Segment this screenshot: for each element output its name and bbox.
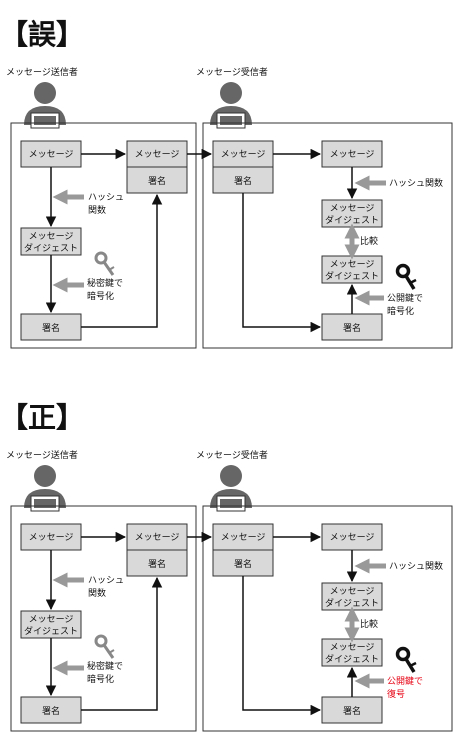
r-hash-label: ハッシュ関数 (389, 560, 443, 572)
receiver-signature2-box: 署名 (321, 313, 383, 341)
receiver-message-box: メッセージ (212, 523, 274, 551)
sender-person-icon (24, 465, 66, 512)
packet-message-box: メッセージ (126, 523, 188, 551)
svg-text:メッセージ: メッセージ (221, 532, 266, 543)
packet-signature-box: 署名 (126, 166, 188, 194)
sender-frame (10, 505, 197, 732)
svg-text:メッセージ: メッセージ (135, 532, 180, 543)
sender-message-box: メッセージ (20, 140, 82, 168)
svg-text:メッセージ: メッセージ (330, 586, 375, 597)
sender-label: メッセージ送信者 (6, 449, 78, 461)
receiver-frame (202, 505, 453, 732)
wrong-heading: 【誤】 (0, 18, 84, 51)
r-pubkey-label-2: 暗号化 (387, 305, 414, 317)
packet-message-box: メッセージ (126, 140, 188, 168)
encrypt-label: 秘密鍵で (87, 277, 123, 289)
hash-fn-label-2: 関数 (88, 587, 106, 599)
svg-text:署名: 署名 (148, 175, 166, 187)
receiver-person-icon (210, 465, 252, 512)
sender-person-icon (24, 82, 66, 129)
svg-text:メッセージ: メッセージ (135, 149, 180, 160)
hash-fn-label: ハッシュ (88, 576, 124, 586)
svg-text:署名: 署名 (148, 558, 166, 570)
receiver-signature-box: 署名 (212, 549, 274, 577)
sender-digest-box: メッセージ ダイジェスト (20, 227, 82, 256)
packet-signature-box: 署名 (126, 549, 188, 577)
svg-text:署名: 署名 (42, 322, 60, 334)
correct-section: 【正】 メッセージ送信者 メッセージ受信者 メッセージ メッセージ ダイジェスト (0, 401, 453, 732)
svg-text:メッセージ: メッセージ (29, 614, 74, 625)
sender-digest-box: メッセージ ダイジェスト (20, 610, 82, 639)
sender-label: メッセージ送信者 (6, 66, 78, 78)
compare-label: 比較 (360, 235, 378, 247)
receiver-digest2-box: メッセージ ダイジェスト (321, 255, 383, 284)
receiver-message2-box: メッセージ (321, 523, 383, 551)
svg-text:ダイジェスト: ダイジェスト (24, 242, 78, 254)
compare-label: 比較 (360, 618, 378, 630)
receiver-label: メッセージ受信者 (196, 66, 268, 78)
receiver-message-box: メッセージ (212, 140, 274, 168)
r-pubkey-label: 公開鍵で (387, 292, 423, 304)
receiver-frame (202, 122, 453, 349)
svg-text:ダイジェスト: ダイジェスト (325, 270, 379, 282)
r-decrypt-label-2: 復号 (387, 688, 405, 700)
svg-text:署名: 署名 (343, 705, 361, 717)
sender-signature-box: 署名 (20, 313, 82, 341)
svg-text:ダイジェスト: ダイジェスト (325, 653, 379, 665)
sender-message-box: メッセージ (20, 523, 82, 551)
svg-text:メッセージ: メッセージ (29, 149, 74, 160)
correct-heading: 【正】 (0, 401, 84, 434)
wrong-section: 【誤】 メッセージ送信者 メッセージ受信者 メッセージ メッセージ ダ (0, 18, 453, 349)
svg-text:ダイジェスト: ダイジェスト (325, 214, 379, 226)
svg-text:メッセージ: メッセージ (29, 231, 74, 242)
sender-frame (10, 122, 197, 349)
secret-key-icon (94, 634, 115, 659)
svg-text:ダイジェスト: ダイジェスト (325, 597, 379, 609)
svg-text:メッセージ: メッセージ (221, 149, 266, 160)
svg-text:メッセージ: メッセージ (330, 149, 375, 160)
svg-text:署名: 署名 (343, 322, 361, 334)
sender-signature-box: 署名 (20, 696, 82, 724)
hash-fn-label: ハッシュ (88, 193, 124, 203)
receiver-signature2-box: 署名 (321, 696, 383, 724)
svg-text:署名: 署名 (42, 705, 60, 717)
receiver-message2-box: メッセージ (321, 140, 383, 168)
encrypt-label-2: 暗号化 (87, 290, 114, 302)
svg-text:メッセージ: メッセージ (330, 203, 375, 214)
svg-text:署名: 署名 (234, 558, 252, 570)
receiver-person-icon (210, 82, 252, 129)
hash-fn-label-2: 関数 (88, 204, 106, 216)
svg-text:署名: 署名 (234, 175, 252, 187)
public-key-icon (395, 646, 417, 673)
public-key-icon (395, 263, 417, 290)
r-decrypt-label: 公開鍵で (387, 675, 423, 687)
receiver-digest1-box: メッセージ ダイジェスト (321, 199, 383, 228)
svg-text:メッセージ: メッセージ (330, 259, 375, 270)
receiver-digest1-box: メッセージ ダイジェスト (321, 582, 383, 611)
svg-text:メッセージ: メッセージ (29, 532, 74, 543)
svg-text:メッセージ: メッセージ (330, 642, 375, 653)
r-hash-label: ハッシュ関数 (389, 177, 443, 189)
secret-key-icon (94, 251, 115, 276)
receiver-label: メッセージ受信者 (196, 449, 268, 461)
receiver-digest2-box: メッセージ ダイジェスト (321, 638, 383, 667)
encrypt-label: 秘密鍵で (87, 660, 123, 672)
svg-text:メッセージ: メッセージ (330, 532, 375, 543)
receiver-signature-box: 署名 (212, 166, 274, 194)
encrypt-label-2: 暗号化 (87, 673, 114, 685)
svg-text:ダイジェスト: ダイジェスト (24, 625, 78, 637)
